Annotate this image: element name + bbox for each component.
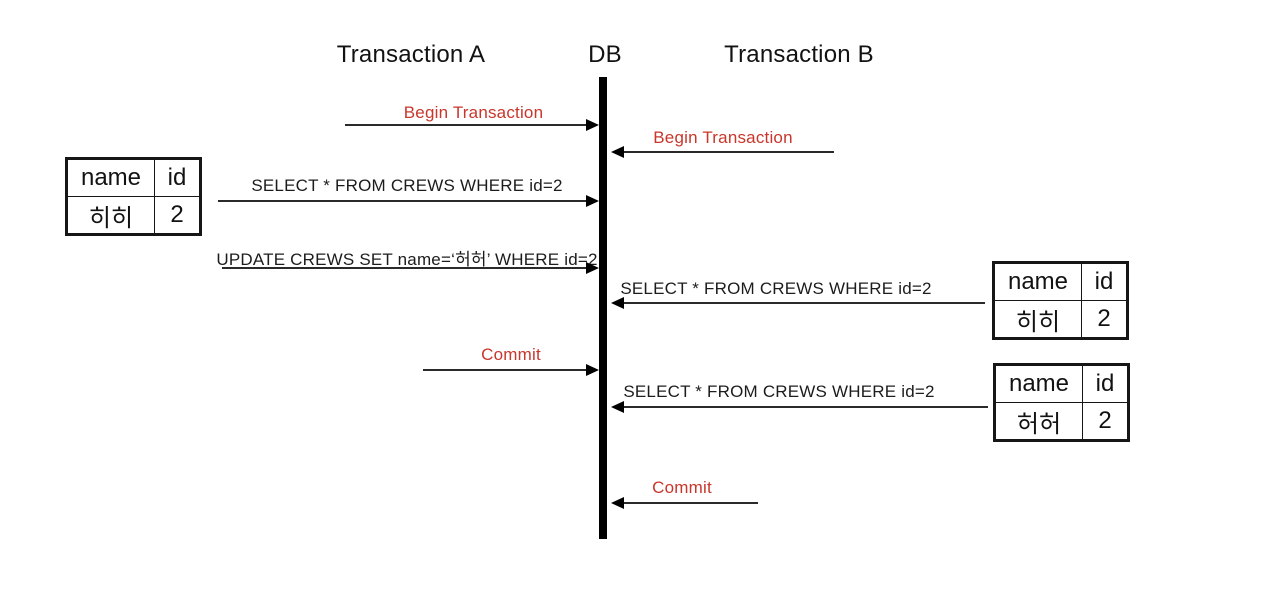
table-header-cell: id [154, 158, 201, 197]
lifeline-title-transaction-b: Transaction B [724, 41, 874, 68]
msg-update-a: UPDATE CREWS SET name=‘허허’ WHERE id=2 [216, 250, 598, 269]
msg-commit-b: Commit [652, 478, 712, 497]
crews-table-read-2: name id 허허 2 [993, 363, 1130, 442]
arrowhead-left-icon [611, 401, 624, 413]
msg-select-b-1-arrow [611, 297, 985, 309]
msg-begin-transaction-b: Begin Transaction [653, 128, 793, 147]
db-lifeline-bar [599, 77, 607, 539]
table-cell: 2 [1082, 402, 1129, 441]
msg-begin-transaction-b-arrow [611, 146, 834, 158]
msg-commit-b-arrow [611, 497, 758, 509]
msg-select-b-1: SELECT * FROM CREWS WHERE id=2 [620, 279, 932, 298]
table-cell: 2 [154, 196, 201, 235]
table-cell: 허허 [994, 402, 1083, 441]
arrowhead-right-icon [586, 195, 599, 207]
arrowhead-right-icon [586, 119, 599, 131]
arrowhead-left-icon [611, 497, 624, 509]
msg-commit-a: Commit [481, 345, 541, 364]
msg-commit-a-arrow [423, 364, 599, 376]
table-header-cell: id [1081, 262, 1128, 301]
msg-begin-transaction-a: Begin Transaction [403, 103, 544, 122]
msg-select-b-2: SELECT * FROM CREWS WHERE id=2 [623, 382, 935, 401]
arrowhead-right-icon [586, 364, 599, 376]
table-cell: 히히 [993, 300, 1082, 339]
lifeline-title-transaction-a: Transaction A [336, 41, 486, 68]
lifeline-title-db: DB [588, 41, 622, 68]
arrowhead-left-icon [611, 146, 624, 158]
table-header-cell: name [66, 158, 155, 197]
msg-update-a-arrow [222, 262, 599, 274]
arrowhead-right-icon [586, 262, 599, 274]
msg-select-b-2-arrow [611, 401, 988, 413]
table-cell: 2 [1081, 300, 1128, 339]
arrowhead-left-icon [611, 297, 624, 309]
table-header-cell: id [1082, 364, 1129, 403]
table-header-cell: name [993, 262, 1082, 301]
msg-select-a: SELECT * FROM CREWS WHERE id=2 [251, 176, 563, 195]
msg-begin-transaction-a-arrow [345, 119, 599, 131]
msg-select-a-arrow [218, 195, 599, 207]
table-header-cell: name [994, 364, 1083, 403]
table-cell: 히히 [66, 196, 155, 235]
crews-table-initial: name id 히히 2 [65, 157, 202, 236]
crews-table-read-1: name id 히히 2 [992, 261, 1129, 340]
